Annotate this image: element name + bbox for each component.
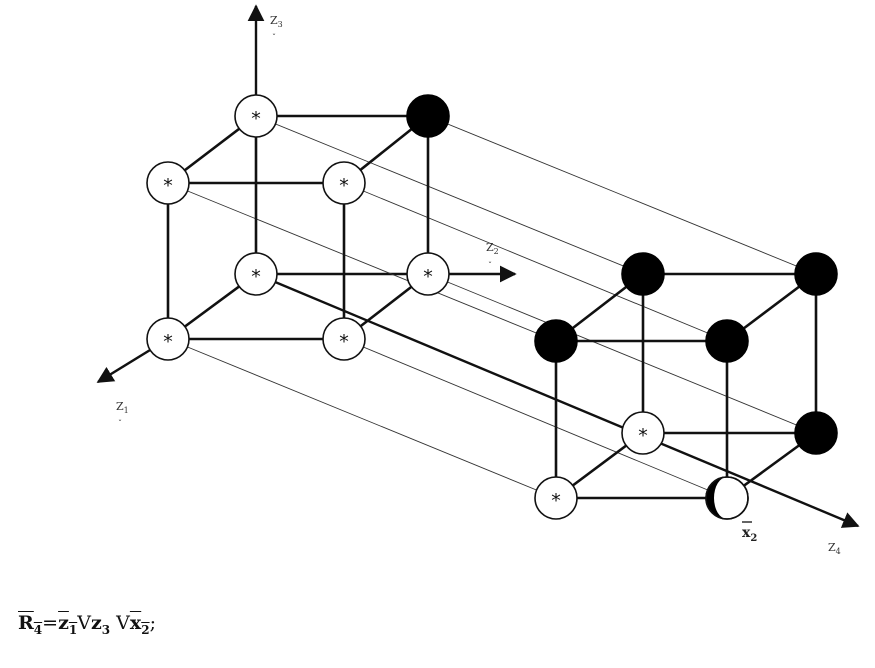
z4-label: Z4 <box>828 541 841 556</box>
node-filled <box>794 252 838 296</box>
svg-text:*: * <box>251 108 261 130</box>
formula-term-3: x2 <box>129 612 150 637</box>
svg-text:*: * <box>163 331 173 353</box>
formula-term-1: z1 <box>58 612 78 637</box>
node-star: * <box>534 476 578 520</box>
formula-r4: R4=z1Vz3 Vx2; <box>18 612 156 637</box>
node-star: * <box>234 252 278 296</box>
node-filled <box>534 319 578 363</box>
z2-label: Z2 <box>486 241 499 256</box>
svg-text:ˇ: ˇ <box>488 261 492 270</box>
karnaugh-hypercube-diagram: * * * * * * * <box>96 4 860 556</box>
svg-text:*: * <box>551 490 561 512</box>
svg-text:*: * <box>163 175 173 197</box>
right-cube-nodes: * * <box>534 252 838 520</box>
svg-text:ˇ: ˇ <box>272 33 276 42</box>
node-filled <box>406 94 450 138</box>
svg-text:*: * <box>251 266 261 288</box>
svg-text:*: * <box>339 175 349 197</box>
node-star: * <box>322 161 366 205</box>
svg-text:*: * <box>638 425 648 447</box>
node-half-filled <box>705 476 749 520</box>
left-cube-edges <box>166 114 430 341</box>
svg-text:ˇ: ˇ <box>118 419 122 428</box>
node-star: * <box>146 161 190 205</box>
svg-text:x2: x2 <box>742 525 757 544</box>
z1-label: Z1 <box>116 400 129 415</box>
svg-text:*: * <box>339 331 349 353</box>
formula-term-2: z3 <box>90 612 111 637</box>
axis-labels: Z3 ˇ Z2 ˇ Z1 ˇ Z4 <box>116 14 841 556</box>
formula-lhs: R4 <box>18 612 43 637</box>
z3-label: Z3 <box>270 14 283 29</box>
node-star: * <box>621 411 665 455</box>
node-star: * <box>406 252 450 296</box>
node-star: * <box>146 317 190 361</box>
x2-label: x2 <box>742 521 757 544</box>
right-cube-edges <box>554 272 818 500</box>
svg-text:*: * <box>423 266 433 288</box>
left-cube-nodes: * * * * * * * <box>146 94 450 361</box>
node-filled <box>621 252 665 296</box>
node-star: * <box>234 94 278 138</box>
axes <box>96 4 860 528</box>
node-filled <box>705 319 749 363</box>
node-filled <box>794 411 838 455</box>
node-star: * <box>322 317 366 361</box>
projection-lines <box>167 115 817 499</box>
